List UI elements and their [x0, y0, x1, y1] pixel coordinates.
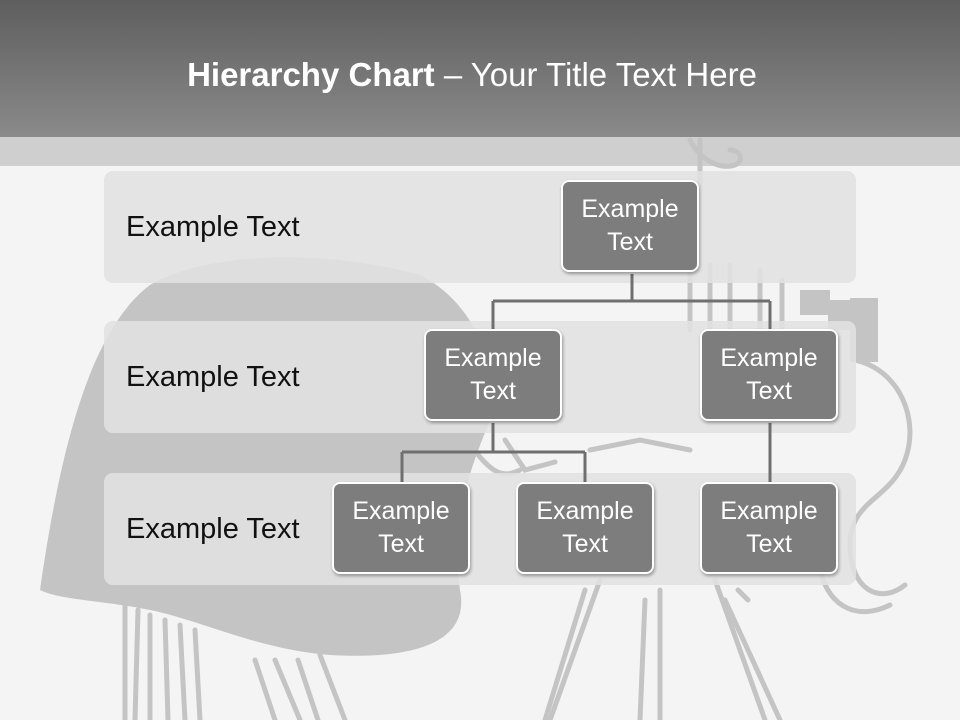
title-rest: – Your Title Text Here: [434, 56, 757, 93]
title-bar: [0, 0, 960, 137]
page-title: Hierarchy Chart – Your Title Text Here: [0, 52, 944, 98]
node-mid-left[interactable]: Example Text: [424, 329, 562, 421]
level-label-3: Example Text: [126, 513, 300, 545]
connector-mid-left-to-leaves: [400, 423, 587, 482]
level-band-1: Example Text: [104, 171, 856, 283]
title-bold: Hierarchy Chart: [187, 56, 435, 93]
node-leaf-2[interactable]: Example Text: [516, 482, 654, 574]
header-band: [0, 137, 960, 166]
node-root[interactable]: Example Text: [561, 180, 699, 272]
node-leaf-1[interactable]: Example Text: [332, 482, 470, 574]
node-mid-right[interactable]: Example Text: [700, 329, 838, 421]
node-leaf-3[interactable]: Example Text: [700, 482, 838, 574]
level-label-1: Example Text: [126, 211, 300, 243]
connector-root-to-mid: [491, 274, 772, 329]
level-label-2: Example Text: [126, 361, 300, 393]
